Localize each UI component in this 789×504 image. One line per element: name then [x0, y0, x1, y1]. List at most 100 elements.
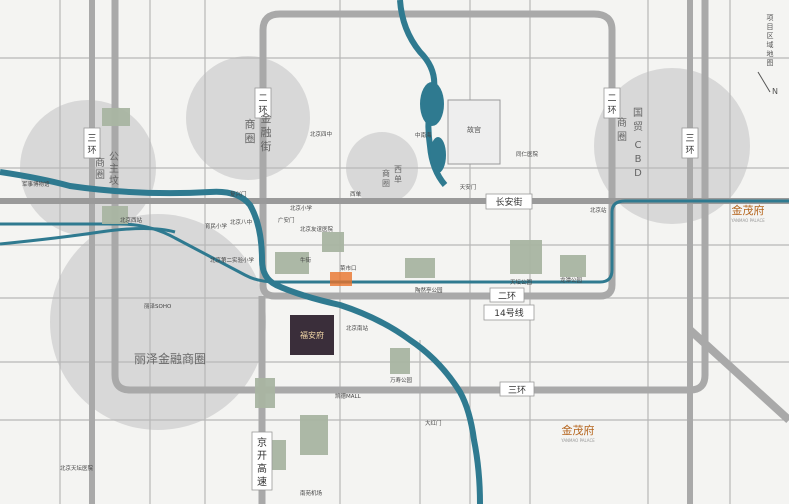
svg-text:地: 地	[767, 49, 774, 58]
poi-taoranting: 陶然亭公园	[415, 286, 443, 294]
svg-text:圈: 圈	[245, 132, 256, 145]
poi-school-2: 北京四中	[310, 130, 332, 138]
ring-label-second-bottom: 二环	[489, 287, 525, 303]
svg-text:西: 西	[394, 165, 402, 174]
poi-caishikou: 菜市口	[340, 264, 357, 272]
second-ring-road	[259, 10, 616, 300]
svg-text:环: 环	[87, 145, 96, 156]
poi-dahongmen: 大红门	[425, 419, 442, 427]
svg-text:圈: 圈	[382, 179, 390, 188]
svg-text:图: 图	[767, 59, 774, 67]
svg-text:融: 融	[261, 126, 272, 139]
poi-tongren-hospital: 同仁医院	[516, 150, 539, 158]
svg-text:目: 目	[767, 23, 774, 31]
ring-label-second-left: 二 环	[254, 87, 272, 119]
svg-text:YANMAO PALACE: YANMAO PALACE	[730, 218, 765, 223]
svg-text:速: 速	[257, 476, 267, 488]
green-block-4	[322, 232, 344, 252]
district-label-guomao: 商 圈 国 贸 C B D	[617, 107, 643, 179]
svg-text:域: 域	[767, 40, 774, 49]
green-block-7	[560, 255, 586, 277]
poi-zhongnanhai: 中南海	[415, 131, 432, 139]
poi-nanyuan: 南苑机场	[300, 489, 323, 497]
green-block-10	[255, 378, 275, 408]
highlight-area	[330, 272, 352, 286]
poi-wanshou-park: 万寿公园	[390, 376, 413, 384]
poi-youyi-hospital: 北京友谊医院	[300, 225, 334, 233]
green-blocks	[102, 108, 586, 470]
project-block	[290, 315, 334, 355]
district-label-gongzhufen: 商 圈 公 主 坟	[95, 152, 119, 187]
district-label-lize: 丽泽金融商圈	[134, 351, 206, 366]
svg-text:14号线: 14号线	[494, 307, 523, 319]
river	[0, 169, 483, 504]
brand-right: 金茂府 YANMAO PALACE	[730, 203, 765, 223]
green-block-3	[275, 252, 309, 274]
svg-text:C: C	[635, 140, 642, 151]
project-name: 福安府	[300, 330, 324, 340]
poi-labels: 天安门 中南海 西单 丽泽SOHO 菜市口 陶然亭公园 万寿公园 凯德MALL …	[22, 130, 607, 497]
poi-beijing-west: 北京西站	[120, 216, 143, 224]
green-block-6	[510, 240, 542, 274]
district-label-xidan: 商 圈 西 单	[382, 165, 402, 188]
svg-text:商: 商	[617, 116, 627, 129]
poi-fuxingmen: 复兴门	[230, 190, 247, 198]
svg-text:开: 开	[257, 451, 267, 462]
svg-text:高: 高	[257, 462, 267, 475]
poi-school-3: 北京小学	[290, 204, 313, 212]
svg-text:三: 三	[87, 134, 96, 144]
poi-longtan: 龙潭公园	[560, 276, 583, 284]
svg-text:D: D	[634, 168, 642, 179]
svg-text:坟: 坟	[109, 174, 119, 187]
poi-kaiyang: 凯德MALL	[335, 392, 362, 400]
svg-text:二: 二	[258, 94, 267, 104]
svg-text:单: 单	[394, 174, 402, 184]
svg-text:二环: 二环	[498, 291, 516, 302]
green-block-2	[102, 206, 128, 224]
lake-houhai	[420, 82, 444, 126]
ring-label-third-bottom: 三环	[499, 381, 535, 397]
poi-lize-soho: 丽泽SOHO	[144, 302, 172, 310]
district-circle-jinrongjie	[186, 56, 310, 180]
svg-text:项: 项	[767, 14, 774, 22]
svg-text:区: 区	[767, 32, 774, 40]
green-block-1	[102, 108, 130, 126]
jingbian-highway	[687, 327, 789, 423]
svg-text:三环: 三环	[508, 385, 526, 396]
road-label-jingkai: 京 开 高 速	[251, 431, 273, 491]
line14-subway	[0, 199, 789, 284]
svg-text:金茂府: 金茂府	[732, 203, 765, 217]
district-label-jinrongjie: 商 圈 金 融 街	[245, 111, 272, 153]
road-label-changan: 长安街	[485, 193, 533, 210]
green-block-11	[390, 348, 410, 374]
svg-text:三: 三	[685, 134, 694, 144]
green-block-8	[300, 415, 328, 455]
svg-text:公: 公	[109, 152, 119, 163]
third-ring-road	[111, 0, 709, 394]
svg-text:商: 商	[95, 156, 105, 169]
forbidden-city	[447, 99, 501, 165]
svg-text:B: B	[635, 154, 642, 165]
svg-text:二: 二	[607, 94, 616, 104]
poi-school-5: 北京第二实验小学	[210, 256, 255, 264]
svg-text:圈: 圈	[617, 131, 627, 143]
svg-text:环: 环	[258, 105, 267, 116]
svg-text:环: 环	[607, 105, 616, 116]
district-circle-guomao	[594, 68, 750, 224]
svg-text:贸: 贸	[633, 121, 643, 133]
ring-label-third-left: 三 环	[83, 127, 101, 159]
poi-xidan: 西单	[350, 190, 362, 198]
road-label-line14: 14号线	[483, 304, 535, 321]
district-circle-lize	[50, 214, 266, 430]
svg-text:长安街: 长安街	[495, 196, 522, 208]
green-block-5	[405, 258, 435, 278]
poi-military-museum: 军事博物馆	[22, 180, 50, 188]
svg-text:环: 环	[685, 145, 694, 156]
svg-text:金: 金	[261, 111, 272, 125]
svg-text:京: 京	[257, 436, 267, 449]
poi-tiantan: 天坛公园	[510, 279, 533, 286]
poi-beijing-south-station: 北京南站	[346, 324, 369, 332]
poi-niujie: 牛街	[300, 256, 312, 264]
ring-label-third-right: 三 环	[681, 127, 699, 159]
